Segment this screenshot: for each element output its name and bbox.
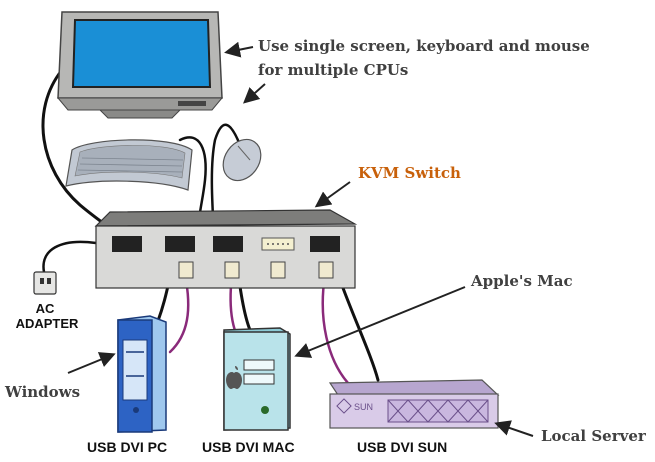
pc-tower xyxy=(117,315,167,433)
arrows xyxy=(67,41,534,437)
adapter-label: ADAPTER xyxy=(16,316,79,331)
apples-mac-label: Apple's Mac xyxy=(470,272,573,290)
ac-adapter xyxy=(33,271,57,295)
arrow-to-peripherals xyxy=(243,83,266,104)
monitor xyxy=(56,11,224,119)
mac-label: USB DVI MAC xyxy=(202,439,295,455)
sun-server xyxy=(328,379,500,429)
apple-logo-icon xyxy=(226,366,242,389)
keyboard xyxy=(65,139,193,191)
mac-tower xyxy=(223,327,291,431)
ac-cable xyxy=(42,240,98,274)
kvm-switch-box xyxy=(94,209,358,289)
arrow-to-mac xyxy=(294,286,466,358)
arrow-to-pc xyxy=(67,352,116,374)
mouse xyxy=(222,138,262,182)
ac-label: AC xyxy=(36,301,55,316)
sun-logo-icon xyxy=(336,398,352,414)
kvm-switch-label: KVM Switch xyxy=(358,164,461,182)
mouse-cable xyxy=(210,123,242,238)
arrow-to-kvm xyxy=(314,181,351,208)
arrow-to-server xyxy=(494,420,534,437)
windows-label: Windows xyxy=(4,383,80,401)
single-screen-text-line2: for multiple CPUs xyxy=(258,61,408,79)
single-screen-text-line1: Use single screen, keyboard and mouse xyxy=(258,37,590,55)
sun-badge: SUN xyxy=(354,402,373,412)
local-server-label: Local Server xyxy=(541,427,647,445)
sun-usb-cable xyxy=(321,273,350,385)
sun-label: USB DVI SUN xyxy=(357,439,447,455)
pc-label: USB DVI PC xyxy=(87,439,167,455)
arrow-to-monitor xyxy=(224,41,254,58)
